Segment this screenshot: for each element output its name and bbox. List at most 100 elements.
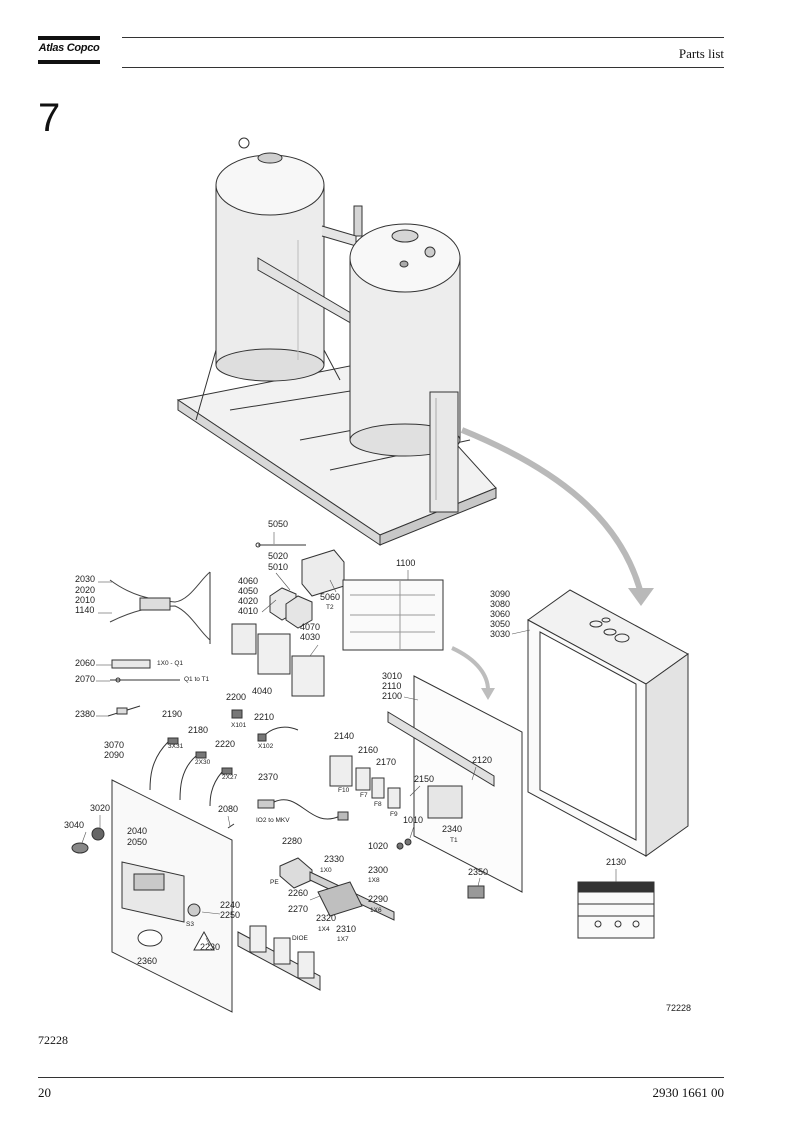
designator-label: 1X0 xyxy=(320,867,332,874)
designator-label: Q1 to T1 xyxy=(184,676,210,683)
part-callout: 2160 xyxy=(358,745,378,755)
part-callout: 1020 xyxy=(368,841,388,851)
part-callout: 2210 xyxy=(254,712,274,722)
left-receiver-tank xyxy=(215,137,325,382)
designator-label: X101 xyxy=(231,722,247,729)
part-callout: 2180 xyxy=(188,725,208,735)
part-callout: 3070 xyxy=(104,740,124,750)
part-callout: 2270 xyxy=(288,904,308,914)
part-callout: 3010 xyxy=(382,671,402,681)
footer-rule xyxy=(38,1077,724,1078)
part-callout: 1140 xyxy=(75,605,94,615)
figure-caption: 72228 xyxy=(38,1033,68,1047)
designator-label: F9 xyxy=(390,811,398,818)
part-callout: 2380 xyxy=(75,709,95,719)
designator-label: F8 xyxy=(374,801,382,808)
figure-reference-number: 72228 xyxy=(666,1003,691,1013)
part-callout: 1100 xyxy=(396,558,415,568)
designator-label: DIOE xyxy=(292,935,309,942)
part-callout: 2350 xyxy=(468,867,488,877)
designator-label: F7 xyxy=(360,792,368,799)
part-callout: 5050 xyxy=(268,519,288,529)
leader-lines xyxy=(81,532,617,947)
part-callout: 1010 xyxy=(403,815,423,825)
part-callout: 2260 xyxy=(288,888,308,898)
part-callout: 2050 xyxy=(127,837,147,847)
part-callout: 5020 xyxy=(268,551,288,561)
part-callout: 2010 xyxy=(75,595,95,605)
designator-label: IO2 to MKV xyxy=(256,817,290,824)
logo-text: Atlas Copco xyxy=(38,42,100,54)
atlas-copco-logo: Atlas Copco xyxy=(38,36,100,66)
part-callout: 3030 xyxy=(490,629,510,639)
part-callout: 2090 xyxy=(104,750,124,760)
part-callout: 2330 xyxy=(324,854,344,864)
part-callout: 2040 xyxy=(127,826,147,836)
part-callout: 2240 xyxy=(220,900,240,910)
part-callout: 2280 xyxy=(282,836,302,846)
part-callout: 2230 xyxy=(200,942,220,952)
part-callout: 2300 xyxy=(368,865,388,875)
designator-label: 1X0 - Q1 xyxy=(157,660,183,667)
part-callout: 2030 xyxy=(75,574,95,584)
part-callout: 2110 xyxy=(382,681,401,691)
part-callout: 3060 xyxy=(490,609,510,619)
designator-label: 3X31 xyxy=(168,743,184,750)
part-callout: 3080 xyxy=(490,599,510,609)
designator-label: PE xyxy=(270,879,279,886)
part-callout: 2190 xyxy=(162,709,182,719)
part-callout: 2220 xyxy=(215,739,235,749)
part-callout: 2250 xyxy=(220,910,240,920)
part-callout: 3040 xyxy=(64,820,84,830)
header-title: Parts list xyxy=(678,46,724,61)
part-callout: 2290 xyxy=(368,894,388,904)
part-callout: 2060 xyxy=(75,658,95,668)
part-callout: 2310 xyxy=(336,924,356,934)
part-callout: 2140 xyxy=(334,731,354,741)
part-callout: 2340 xyxy=(442,824,462,834)
part-callout: 2080 xyxy=(218,804,238,814)
contactor-4070 xyxy=(291,655,325,697)
designator-label: T2 xyxy=(326,604,334,611)
part-callout: 5010 xyxy=(268,562,288,572)
part-callout: 3090 xyxy=(490,589,510,599)
designator-label: S3 xyxy=(186,921,194,928)
part-callout: 2130 xyxy=(606,857,626,867)
document-number: 2930 1661 00 xyxy=(652,1085,725,1100)
diagram-artwork xyxy=(71,137,689,1013)
part-callout: 4060 xyxy=(238,576,258,586)
part-callout: 4070 xyxy=(300,622,320,632)
part-callout: 2120 xyxy=(472,755,492,765)
designator-label: 1X7 xyxy=(337,936,349,943)
part-callout: 2100 xyxy=(382,691,402,701)
designator-label: F10 xyxy=(338,787,350,794)
part-callout: 2020 xyxy=(75,585,95,595)
contactor-4040 xyxy=(257,633,291,675)
header-rule-bottom xyxy=(122,67,724,68)
part-callout: 3050 xyxy=(490,619,510,629)
transformer-t2 xyxy=(301,549,345,597)
part-callout: 4020 xyxy=(238,596,258,606)
designator-label: 1X8 xyxy=(368,877,380,884)
designator-label: 2X27 xyxy=(222,774,238,781)
electrical-cabinet xyxy=(527,589,689,857)
part-callout: 3020 xyxy=(90,803,110,813)
transformer-t1 xyxy=(427,785,463,819)
header-rule-top xyxy=(122,37,724,38)
designator-label: 1X6 xyxy=(370,907,382,914)
part-callout: 2370 xyxy=(258,772,278,782)
part-callout: 2150 xyxy=(414,774,434,784)
page-number: 20 xyxy=(38,1085,51,1100)
designator-label: T1 xyxy=(450,837,458,844)
designator-label: 1X4 xyxy=(318,926,330,933)
section-number: 7 xyxy=(38,96,61,140)
part-callout: 2320 xyxy=(316,913,336,923)
part-callout: 4050 xyxy=(238,586,258,596)
part-callout: 5060 xyxy=(320,592,340,602)
part-callout: 2200 xyxy=(226,692,246,702)
part-callout: 2070 xyxy=(75,674,95,684)
part-callout: 4010 xyxy=(238,606,258,616)
